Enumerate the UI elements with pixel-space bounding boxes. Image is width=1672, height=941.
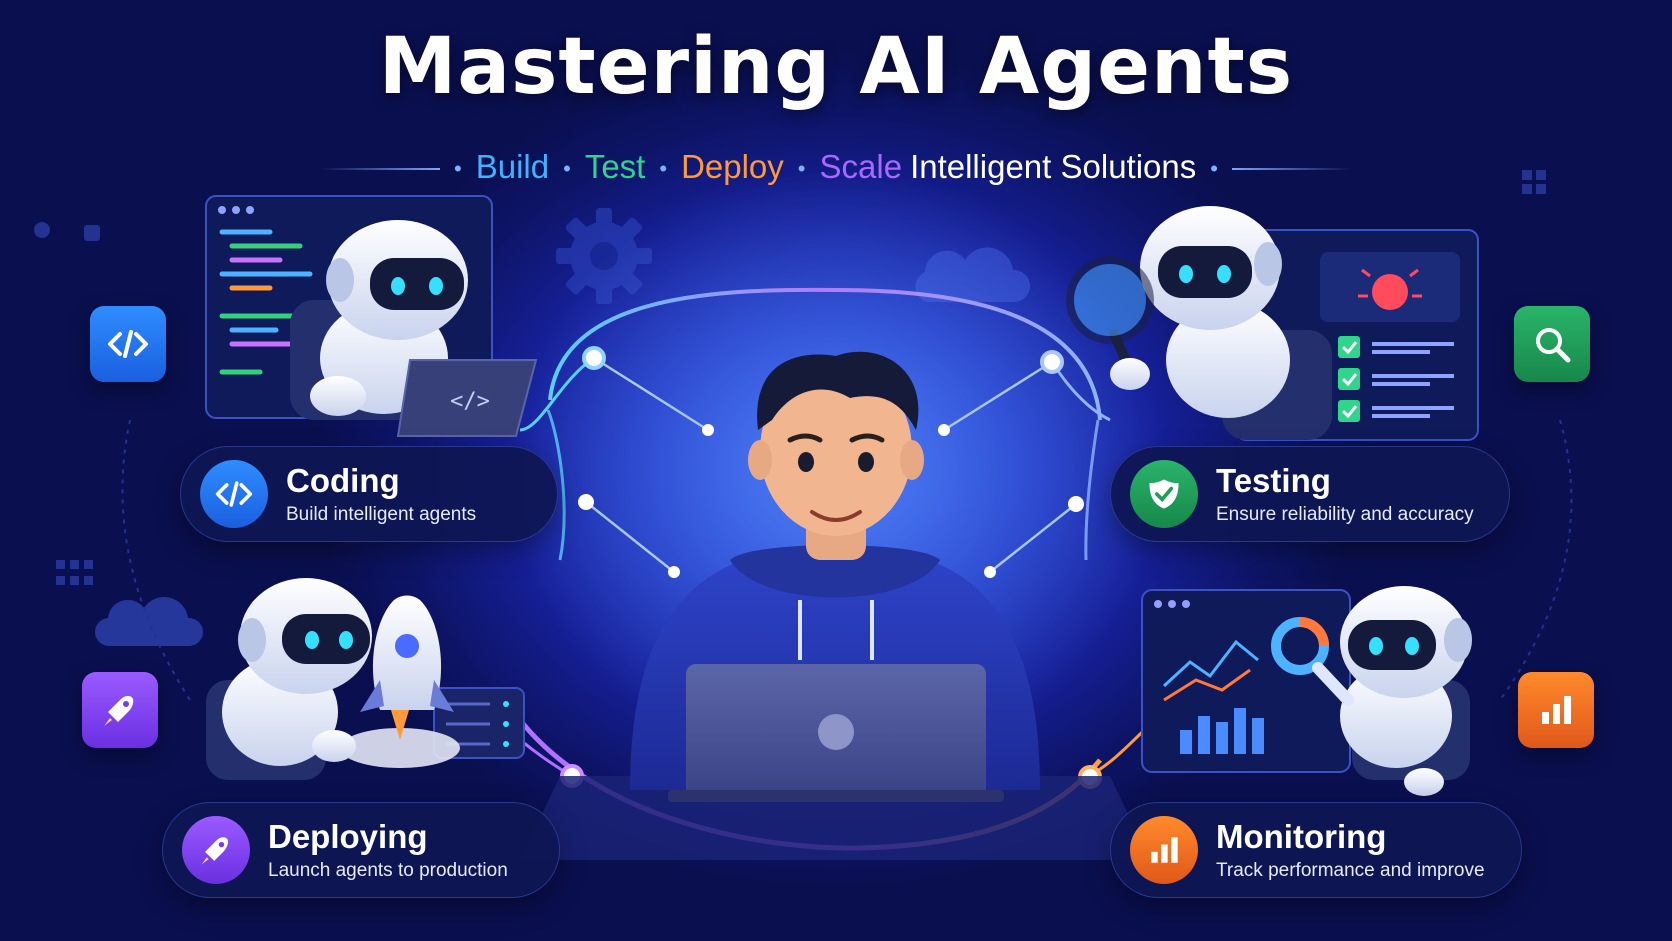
subtitle-line-left [320,168,441,171]
subtitle-scale: Scale [819,148,903,185]
subtitle-dot: • [454,156,462,182]
deploying-robot-scene [206,578,525,780]
card-monitoring-title: Monitoring [1216,818,1387,855]
deploying-badge-icon [182,816,250,884]
developer-person [630,351,1040,802]
card-testing-desc: Ensure reliability and accuracy [1216,504,1474,525]
rocket-icon [82,672,158,748]
orbit-arc-top [548,287,1102,421]
card-coding-title: Coding [286,462,400,499]
laptop-code-glyph: </> [450,389,490,414]
monitoring-badge-icon [1130,816,1198,884]
card-deploying: Deploying Launch agents to production [162,802,560,898]
check-shield-icon [1130,460,1198,528]
card-deploying-desc: Launch agents to production [268,860,508,881]
subtitle-dot: • [797,156,806,182]
bar-chart-icon [1518,672,1594,748]
subtitle-dot: • [1210,156,1218,182]
card-testing: Testing Ensure reliability and accuracy [1110,446,1510,542]
magnifier-icon [1514,306,1590,382]
monitoring-robot-scene [1141,586,1472,796]
subtitle-build: Build [475,148,550,185]
page-title: Mastering AI Agents [378,22,1294,112]
orbit-arc-left [546,409,566,561]
subtitle-rest: Intelligent Solutions [910,148,1197,185]
subtitle-deploy: Deploy [681,148,784,185]
coding-badge-icon [200,460,268,528]
card-deploying-title: Deploying [268,818,428,855]
card-coding: Coding Build intelligent agents [180,446,558,542]
card-monitoring-desc: Track performance and improve [1216,860,1485,881]
code-brackets-icon [90,306,166,382]
card-coding-desc: Build intelligent agents [286,504,477,525]
connector-coding [519,356,595,432]
orbit-arc-right [1084,419,1100,561]
subtitle-test: Test [584,148,646,185]
coding-robot-scene: </> [205,195,538,437]
subtitle-dot: • [659,156,668,182]
subtitle-line-right [1231,168,1352,171]
checklist [1338,336,1454,422]
card-testing-title: Testing [1216,462,1331,499]
subtitle-dot: • [563,156,571,182]
card-monitoring: Monitoring Track performance and improve [1110,802,1522,898]
network-lines [585,356,1077,573]
testing-robot-scene [1066,206,1479,441]
